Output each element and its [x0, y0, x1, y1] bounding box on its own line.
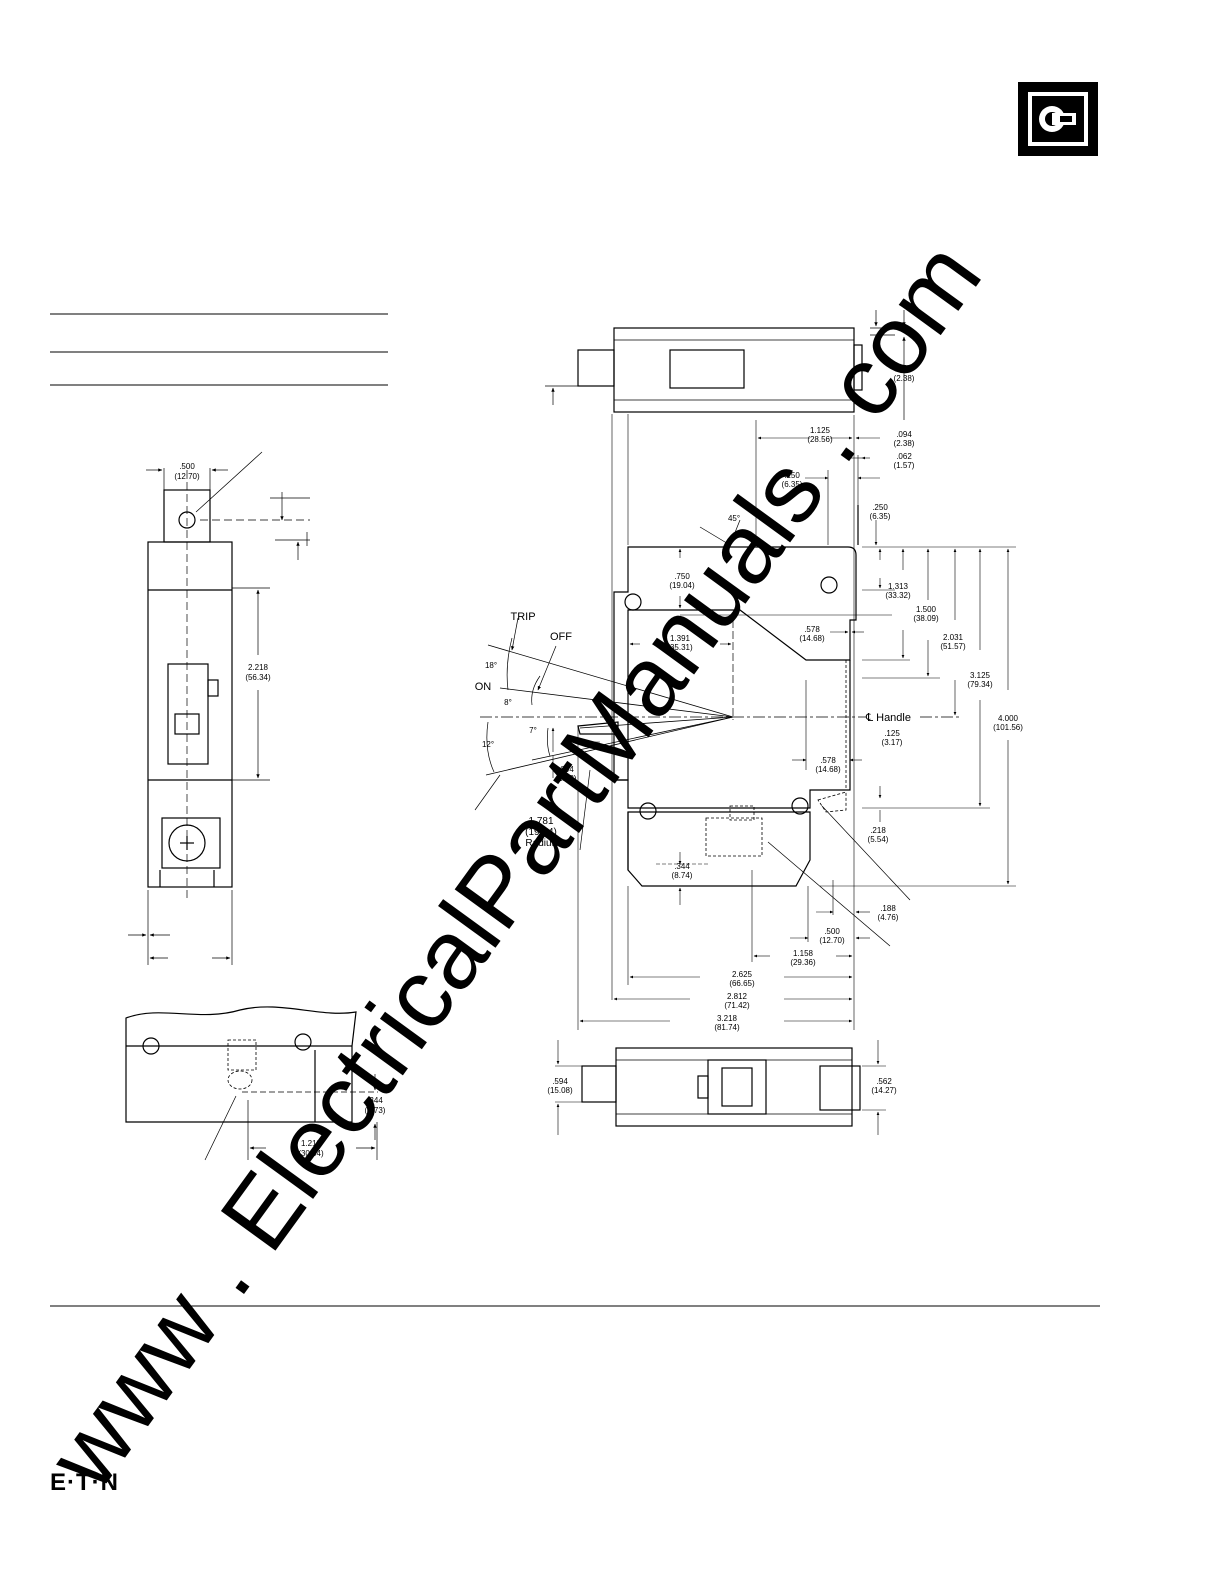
- partial-view-drawing: [125, 1006, 378, 1161]
- front-height-value: 2.218: [248, 663, 269, 672]
- right-dim-7: 4.000: [998, 714, 1019, 723]
- front-view-drawing: [128, 451, 310, 965]
- inner-dim-4: .094: [558, 765, 574, 774]
- partial-width-value: 1.218: [301, 1139, 322, 1148]
- bottom-dim-0-metric: (12.70): [819, 936, 845, 945]
- radius-label: Radius: [525, 838, 556, 849]
- bottom-dimension-labels: .500 (12.70) 1.158 (29.36) 2.625 (66.65)…: [714, 927, 845, 1032]
- front-width-value: .500: [179, 462, 195, 471]
- inner-dim-1-metric: (35.31): [667, 643, 693, 652]
- trip-label: TRIP: [510, 611, 535, 623]
- bottom-dim-4: 3.218: [717, 1014, 738, 1023]
- handle-labels: TRIP OFF ON 18° 8° 7° 12° 1.781 (19.84) …: [475, 611, 911, 849]
- watermark-text: www . ElectricalPartManuals . com: [25, 222, 1001, 1508]
- right-dim-4: 1.500: [916, 605, 937, 614]
- end-left-value: .594: [552, 1077, 568, 1086]
- side-view-drawing: [474, 414, 1016, 1030]
- inner-dim-2-metric: (14.68): [799, 634, 825, 643]
- handle-centerline-label: ℄ Handle: [865, 712, 911, 724]
- end-right-metric: (14.27): [871, 1086, 897, 1095]
- right-dim-0-metric: (2.38): [894, 439, 915, 448]
- bottom-dim-0: .500: [824, 927, 840, 936]
- radius-metric: (19.84): [525, 827, 557, 838]
- bottom-dim-2: 2.625: [732, 970, 753, 979]
- partial-height-value: .344: [367, 1096, 383, 1105]
- right-dim-2-metric: (6.35): [870, 512, 891, 521]
- angle-18: 18°: [485, 661, 497, 670]
- bottom-dim-1-metric: (29.36): [790, 958, 816, 967]
- end-view-drawing: [555, 1040, 886, 1135]
- upper-dim-1-metric: (6.35): [782, 480, 803, 489]
- cutler-hammer-logo: [1018, 82, 1098, 156]
- radius-value: 1.781: [528, 816, 553, 827]
- eaton-logo: E·T·N: [50, 1469, 119, 1496]
- partial-width-metric: (30.94): [298, 1149, 324, 1158]
- angle-7: 7°: [529, 726, 537, 735]
- header-rules: [50, 313, 388, 386]
- upper-dim-1: .250: [784, 471, 800, 480]
- right-dim-5-metric: (51.57): [940, 642, 966, 651]
- angle-12: 12°: [482, 740, 494, 749]
- eaton-logo-text: E·T·N: [50, 1469, 119, 1496]
- right-dim-8-metric: (3.17): [882, 738, 903, 747]
- on-label: ON: [475, 681, 492, 693]
- top-dim-value: .094: [896, 364, 912, 373]
- right-dim-4-metric: (38.09): [913, 614, 939, 623]
- bottom-dim-3-metric: (71.42): [724, 1001, 750, 1010]
- inner-dim-0: .750: [674, 572, 690, 581]
- inner-dim-3-metric: (14.68): [815, 765, 841, 774]
- off-label: OFF: [550, 631, 572, 643]
- bottom-dim-4-metric: (81.74): [714, 1023, 740, 1032]
- right-dim-9: .218: [870, 826, 886, 835]
- inner-dim-5-metric: (8.74): [672, 871, 693, 880]
- right-dim-3: 1.313: [888, 582, 909, 591]
- upper-dim-0: 1.125: [810, 426, 831, 435]
- end-left-metric: (15.08): [547, 1086, 573, 1095]
- inner-dim-2: .578: [804, 625, 820, 634]
- bottom-dim-3: 2.812: [727, 992, 748, 1001]
- inner-dim-3: .578: [820, 756, 836, 765]
- bottom-dim-2-metric: (66.65): [729, 979, 755, 988]
- right-dim-6: 3.125: [970, 671, 991, 680]
- upper-dim-0-metric: (28.56): [807, 435, 833, 444]
- right-dim-1: .062: [896, 452, 912, 461]
- inner-dimension-labels: .750 (19.04) 1.391 (35.31) .578 (14.68) …: [556, 572, 841, 880]
- front-height-metric: (56.34): [245, 673, 271, 682]
- right-dim-7-metric: (101.56): [993, 723, 1023, 732]
- right-dimension-labels: .094 (2.38) .062 (1.57) .250 (6.35) 1.31…: [868, 430, 1024, 922]
- bottom-dim-1: 1.158: [793, 949, 814, 958]
- inner-dim-4-metric: (2.38): [556, 774, 577, 783]
- right-dim-1-metric: (1.57): [894, 461, 915, 470]
- right-dim-5: 2.031: [943, 633, 964, 642]
- end-right-value: .562: [876, 1077, 892, 1086]
- upper-dim-angle: 45°: [728, 514, 740, 523]
- right-dim-10: .188: [880, 904, 896, 913]
- top-view-drawing: [545, 310, 906, 420]
- upper-dimension-labels: 1.125 (28.56) .250 (6.35) 45°: [728, 426, 833, 523]
- inner-dim-5: .344: [674, 862, 690, 871]
- right-dim-2: .250: [872, 503, 888, 512]
- right-dim-8: .125: [884, 729, 900, 738]
- right-dim-3-metric: (33.32): [885, 591, 911, 600]
- front-width-metric: (12.70): [174, 472, 200, 481]
- right-dim-10-metric: (4.76): [878, 913, 899, 922]
- partial-height-metric: (8.73): [365, 1106, 386, 1115]
- right-dim-9-metric: (5.54): [868, 835, 889, 844]
- angle-8: 8°: [504, 698, 512, 707]
- inner-dim-0-metric: (19.04): [669, 581, 695, 590]
- right-dim-6-metric: (79.34): [967, 680, 993, 689]
- inner-dim-1: 1.391: [670, 634, 691, 643]
- right-dim-0: .094: [896, 430, 912, 439]
- top-dim-metric: (2.38): [894, 374, 915, 383]
